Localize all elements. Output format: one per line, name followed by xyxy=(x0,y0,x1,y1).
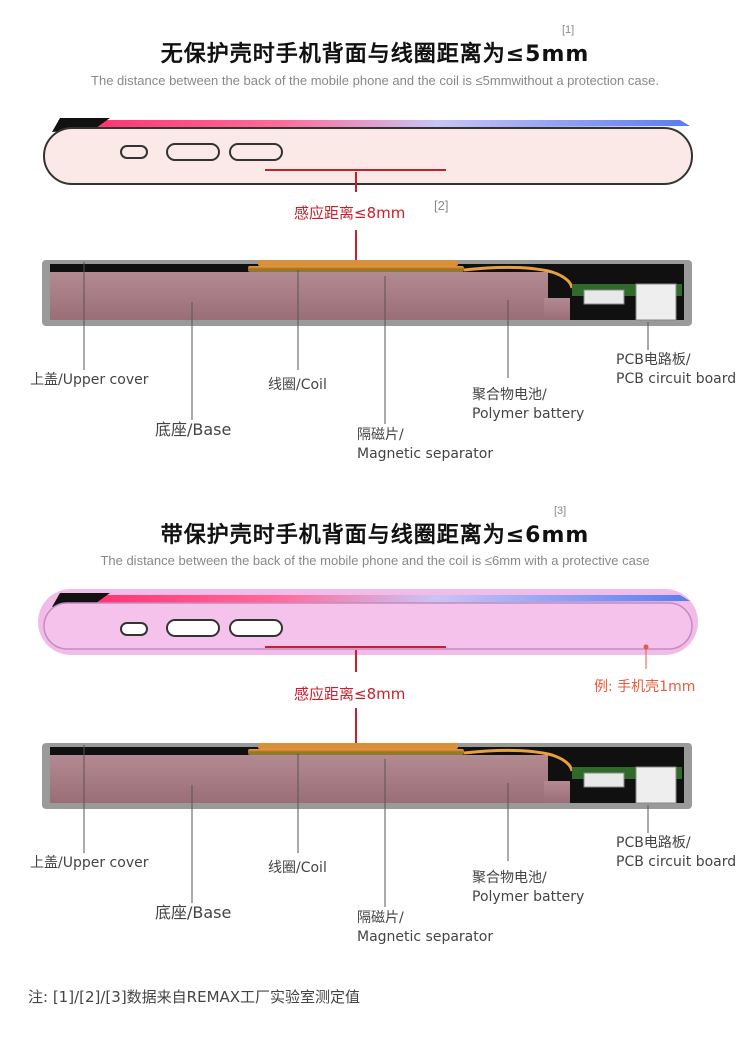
footnote: 注: [1]/[2]/[3]数据来自REMAX工厂实验室测定值 xyxy=(28,988,361,1006)
label-separator-2: 隔磁片/ Magnetic separator xyxy=(357,910,494,945)
label-base-1: 底座/Base xyxy=(155,420,232,439)
phone-illustration xyxy=(43,118,693,185)
section1-title: 无保护壳时手机背面与线圈距离为≤5mm xyxy=(160,42,590,67)
label-upper-cover-2: 上盖/Upper cover xyxy=(30,855,149,871)
label-pcb-2: PCB电路板/ PCB circuit board xyxy=(616,835,737,870)
label-separator-1: 隔磁片/ Magnetic separator xyxy=(357,427,494,462)
charger-illustration xyxy=(42,260,692,326)
case-thickness-label: 例: 手机壳1mm xyxy=(594,679,696,695)
leader-lines-2 xyxy=(83,745,649,907)
ref-1: [1] xyxy=(562,24,575,36)
sensing-distance-label-1: 感应距离≤8mm xyxy=(294,204,406,222)
section2-title: 带保护壳时手机背面与线圈距离为≤6mm xyxy=(160,523,590,548)
ref-3: [3] xyxy=(554,505,567,517)
leader-lines-1 xyxy=(83,262,649,424)
label-base-2: 底座/Base xyxy=(155,903,232,922)
label-pcb-1: PCB电路板/ PCB circuit board xyxy=(616,352,737,387)
section2-subtitle: The distance between the back of the mob… xyxy=(100,553,650,568)
sensing-line-2 xyxy=(355,650,357,748)
phone-with-case-illustration xyxy=(38,589,698,669)
label-battery-2: 聚合物电池/ Polymer battery xyxy=(472,870,585,905)
section1-subtitle: The distance between the back of the mob… xyxy=(91,73,659,88)
label-coil-2: 线圈/Coil xyxy=(268,860,327,876)
label-coil-1: 线圈/Coil xyxy=(268,377,327,393)
label-upper-cover-1: 上盖/Upper cover xyxy=(30,372,149,388)
sensing-distance-label-2: 感应距离≤8mm xyxy=(294,685,406,703)
label-battery-1: 聚合物电池/ Polymer battery xyxy=(472,387,585,422)
charger-illustration-2 xyxy=(42,743,692,809)
ref-2: [2] xyxy=(434,198,449,213)
